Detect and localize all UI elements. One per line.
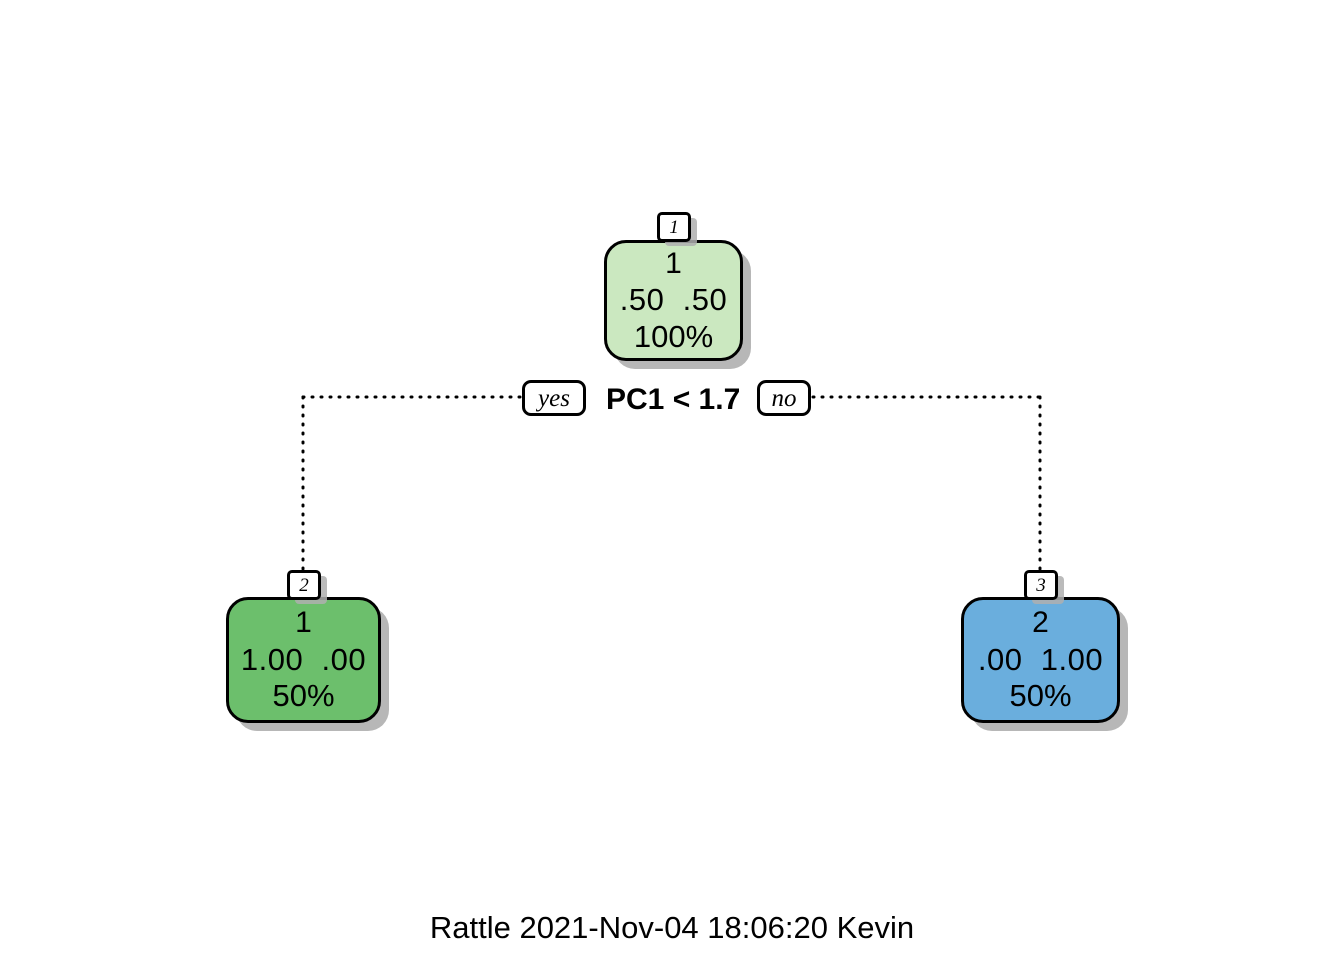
node-3-probabilities: .00 1.00 — [977, 641, 1104, 677]
node-tab-2: 2 — [287, 570, 321, 600]
split-condition-text: PC1 < 1.7 — [606, 383, 741, 416]
node-1-percent: 100% — [633, 318, 714, 354]
node-1-class: 1 — [665, 246, 682, 280]
tree-node-leaf-no[interactable]: 2 .00 1.00 50% — [961, 597, 1120, 723]
branch-tag-yes-label: yes — [538, 384, 570, 412]
node-tab-2-label: 2 — [299, 574, 309, 596]
tree-node-leaf-yes[interactable]: 1 1.00 .00 50% — [226, 597, 381, 723]
tree-node-root[interactable]: 1 .50 .50 100% — [604, 240, 743, 361]
node-2-percent: 50% — [272, 678, 335, 714]
branch-tag-yes: yes — [522, 380, 586, 416]
node-2-class: 1 — [295, 606, 312, 640]
branch-tag-no-label: no — [771, 384, 797, 412]
node-tab-3: 3 — [1024, 570, 1058, 600]
split-condition-label: PC1 < 1.7 — [598, 383, 749, 417]
node-1-probabilities: .50 .50 — [619, 282, 728, 318]
node-2-probabilities: 1.00 .00 — [240, 641, 367, 677]
footer-caption: Rattle 2021-Nov-04 18:06:20 Kevin — [0, 912, 1344, 943]
node-tab-1-label: 1 — [669, 216, 679, 238]
node-tab-3-label: 3 — [1036, 574, 1046, 596]
branch-tag-no: no — [757, 380, 811, 416]
footer-caption-text: Rattle 2021-Nov-04 18:06:20 Kevin — [429, 910, 915, 945]
node-tab-1: 1 — [657, 212, 691, 242]
node-3-percent: 50% — [1009, 678, 1072, 714]
node-3-class: 2 — [1032, 606, 1049, 640]
